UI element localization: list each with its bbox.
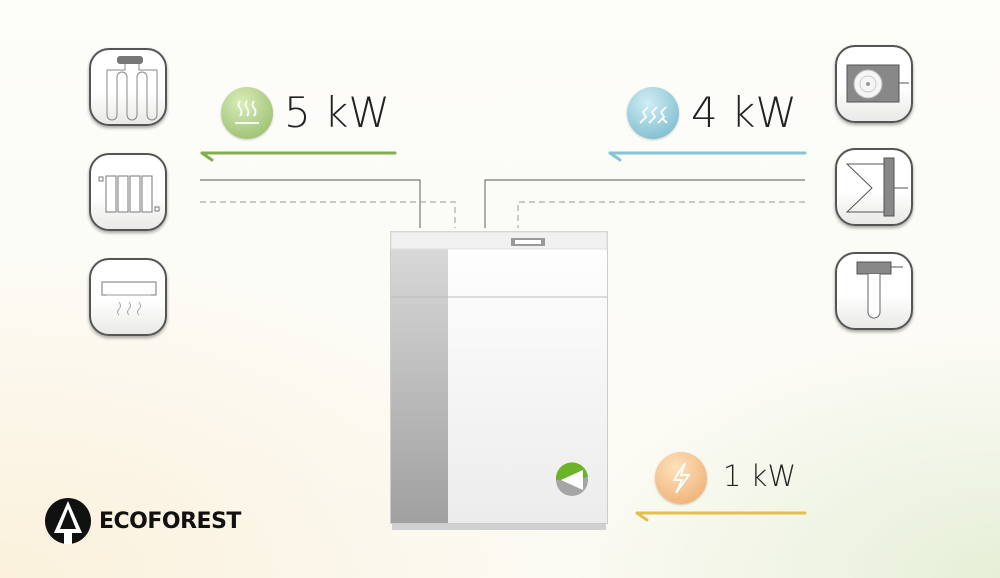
radiator-icon	[98, 175, 160, 213]
brand-name: ecoforest	[99, 508, 241, 534]
borehole-tile	[835, 252, 913, 330]
lightning-icon	[655, 452, 707, 504]
borehole-icon	[856, 261, 903, 319]
electric-input-label: 1 kW	[723, 459, 797, 493]
ground-collector-icon	[845, 157, 908, 217]
fan-coil-icon	[101, 281, 157, 316]
supply-pipe-right	[484, 179, 805, 228]
air-unit-tile	[835, 45, 913, 123]
ground-collector-tile	[835, 148, 913, 226]
heat-flow-arrow	[200, 151, 397, 162]
unit-logo-icon	[555, 462, 588, 496]
air-unit-icon	[846, 64, 909, 103]
ecoforest-logo: ecoforest	[44, 497, 241, 545]
heat-pump-unit	[390, 227, 608, 531]
underfloor-heating-tile	[89, 48, 167, 126]
tree-logo-icon	[45, 498, 91, 544]
heat-output-label: 5 kW	[284, 88, 390, 137]
heat-waves-icon	[221, 87, 273, 139]
air-source-icon	[627, 87, 679, 139]
source-flow-arrow	[608, 151, 807, 162]
radiator-tile	[89, 153, 167, 231]
underfloor-heating-icon	[106, 56, 158, 121]
return-pipe-right	[517, 201, 805, 228]
fan-coil-tile	[89, 258, 167, 336]
supply-pipe-left	[200, 179, 421, 228]
electric-flow-arrow	[635, 511, 807, 522]
return-pipe-left	[200, 201, 456, 228]
source-input-label: 4 kW	[691, 88, 797, 137]
